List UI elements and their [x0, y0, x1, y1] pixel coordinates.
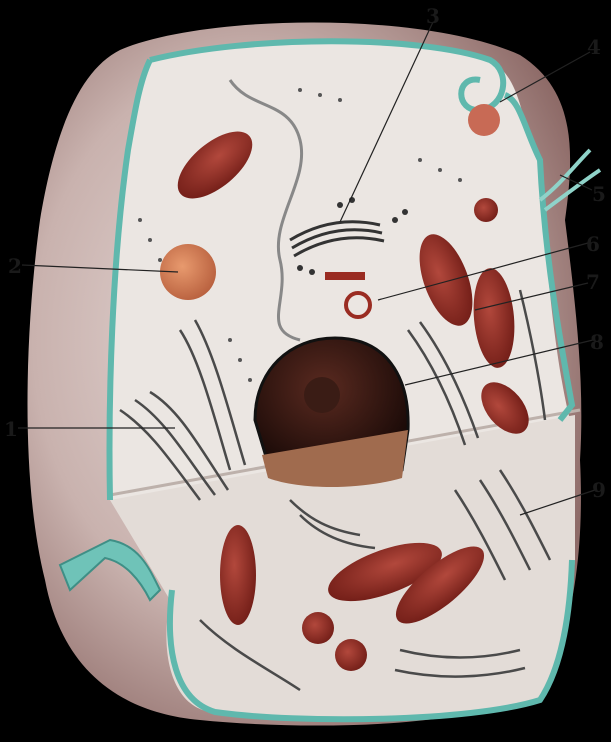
label-1: 1 — [4, 419, 18, 439]
label-3: 3 — [426, 6, 440, 26]
label-4: 4 — [587, 37, 601, 57]
label-5: 5 — [592, 184, 606, 204]
label-2: 2 — [8, 256, 22, 276]
label-7: 7 — [586, 272, 600, 292]
nucleus — [255, 338, 408, 487]
label-9: 9 — [592, 480, 606, 500]
label-8: 8 — [590, 332, 604, 352]
pinocytic-vesicle — [468, 104, 500, 136]
label-6: 6 — [586, 234, 600, 254]
